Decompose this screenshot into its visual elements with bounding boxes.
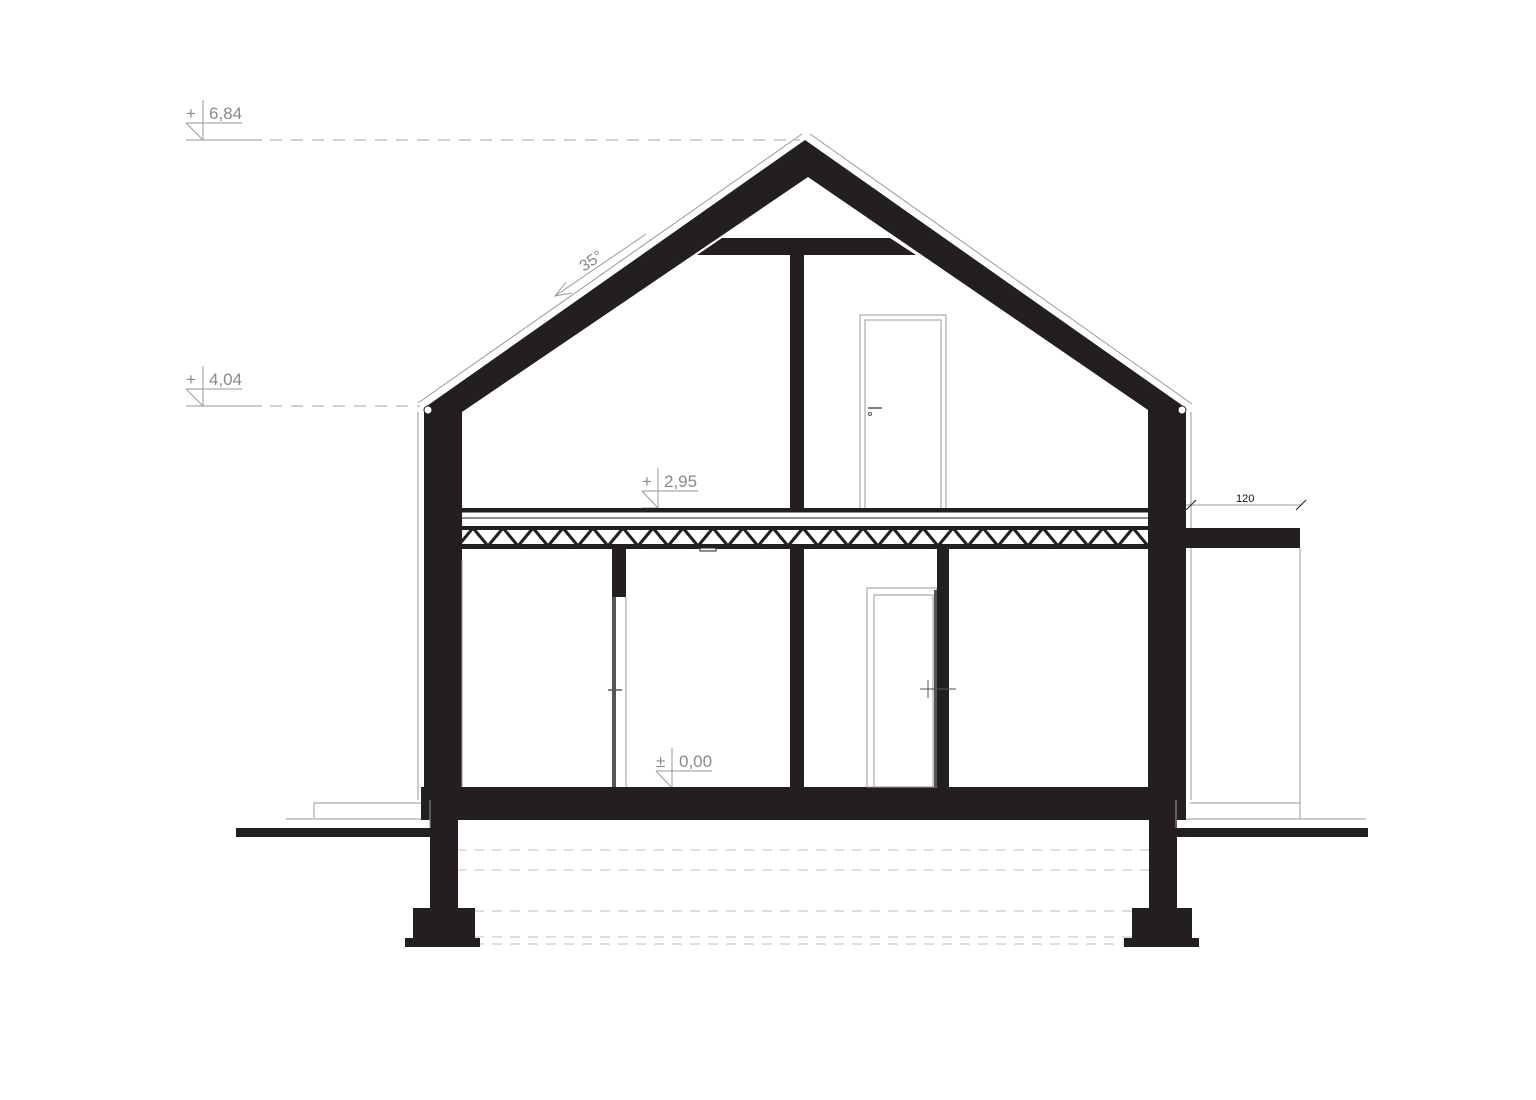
level-sign: + [642,472,652,491]
level-sign: + [186,104,196,123]
level-marker-ridge: + 6,84 [185,100,800,141]
ground-line [236,802,1368,837]
level-marker-eaves: + 4,04 [185,366,420,407]
level-value-ridge: 6,84 [209,104,242,123]
level-marker-ground-floor: ± 0,00 [655,748,712,789]
level-value-upper-floor: 2,95 [664,472,697,491]
level-marker-upper-floor: + 2,95 [641,468,698,509]
ground-floor-door [866,587,938,788]
canopy: 120 [1185,493,1307,548]
level-sign: + [186,370,196,389]
foundation-right [1124,800,1199,947]
roof [417,133,1193,430]
partition-wall-center [790,549,804,787]
exterior-wall-left [417,412,463,800]
foundation-left [405,800,480,947]
roof-pitch-label: 35° [577,248,607,276]
ground-floor-slab [421,787,1186,820]
floor-truss [455,508,1157,552]
level-value-ground-floor: 0,00 [679,752,712,771]
attic-partition-wall [790,255,804,510]
level-sign: ± [656,752,665,771]
attic-door [859,314,947,511]
exterior-wall-right [1148,412,1301,803]
partition-wall-right [920,549,956,787]
level-value-eaves: 4,04 [209,370,242,389]
foundation-dashed-lines [456,849,1150,945]
overhang-dimension: 120 [1236,493,1254,505]
partition-wall-left [608,549,627,787]
